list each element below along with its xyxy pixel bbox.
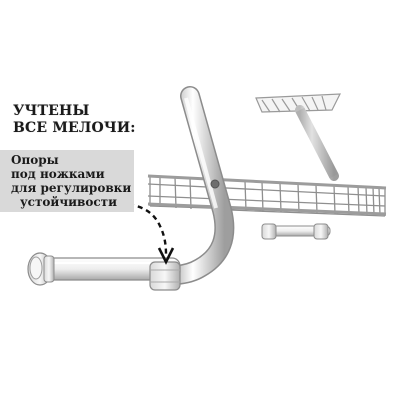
callout-line-3: для регулировки — [11, 181, 132, 195]
left-support-cap — [27, 252, 55, 286]
bolt-icon — [210, 179, 220, 189]
headline: УЧТЕНЫ ВСЕ МЕЛОЧИ: — [13, 103, 136, 137]
headline-line-2: ВСЕ МЕЛОЧИ: — [13, 120, 136, 136]
front-support-pad — [149, 261, 181, 291]
rear-upright-tube — [295, 105, 339, 181]
headline-line-1: УЧТЕНЫ — [13, 103, 90, 119]
callout-line-2: под ножками — [11, 167, 105, 181]
callout-text: Опоры под ножками для регулировки устойч… — [11, 153, 131, 209]
arrow-head-icon — [157, 247, 175, 265]
callout-box — [0, 150, 134, 212]
upper-basket — [255, 93, 341, 113]
pointer-arrow — [119, 202, 168, 255]
rear-leg-bar — [261, 223, 331, 240]
callout-line-1: Опоры — [11, 153, 59, 167]
callout-line-4: устойчивости — [20, 195, 117, 209]
